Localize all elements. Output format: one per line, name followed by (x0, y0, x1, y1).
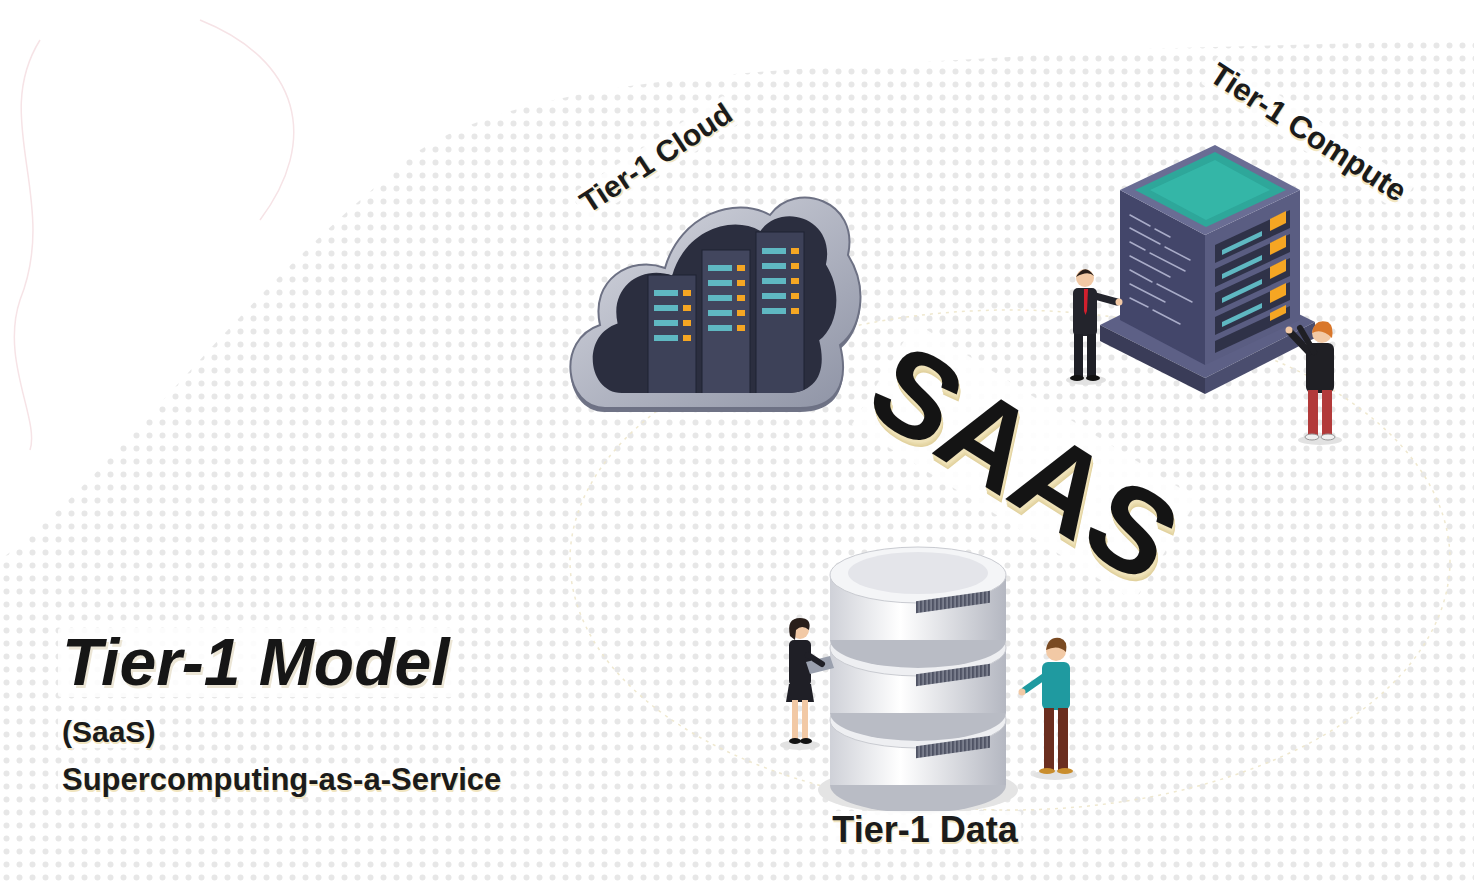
person-figure (1019, 638, 1078, 780)
person-figure (1066, 269, 1123, 385)
database-illustration (818, 547, 1018, 814)
node-label: Tier-1 Data (828, 811, 1021, 849)
cloud-illustration (570, 198, 860, 412)
subtitle: (SaaS) (58, 716, 159, 748)
data-node: Tier-1 Data (760, 520, 1090, 870)
node-label: Tier-1 Cloud (571, 95, 741, 221)
person-figure (1286, 321, 1343, 445)
compute-node: Tier-1 Compute (1050, 50, 1460, 450)
node-label: Tier-1 Compute (1201, 55, 1416, 210)
subtitle: Supercomputing-as-a-Service (58, 764, 505, 797)
diagram-title: Tier-1 Model (58, 628, 454, 697)
server-illustration (1100, 145, 1315, 394)
cloud-node: Tier-1 Cloud (540, 90, 870, 420)
person-figure (780, 618, 834, 750)
